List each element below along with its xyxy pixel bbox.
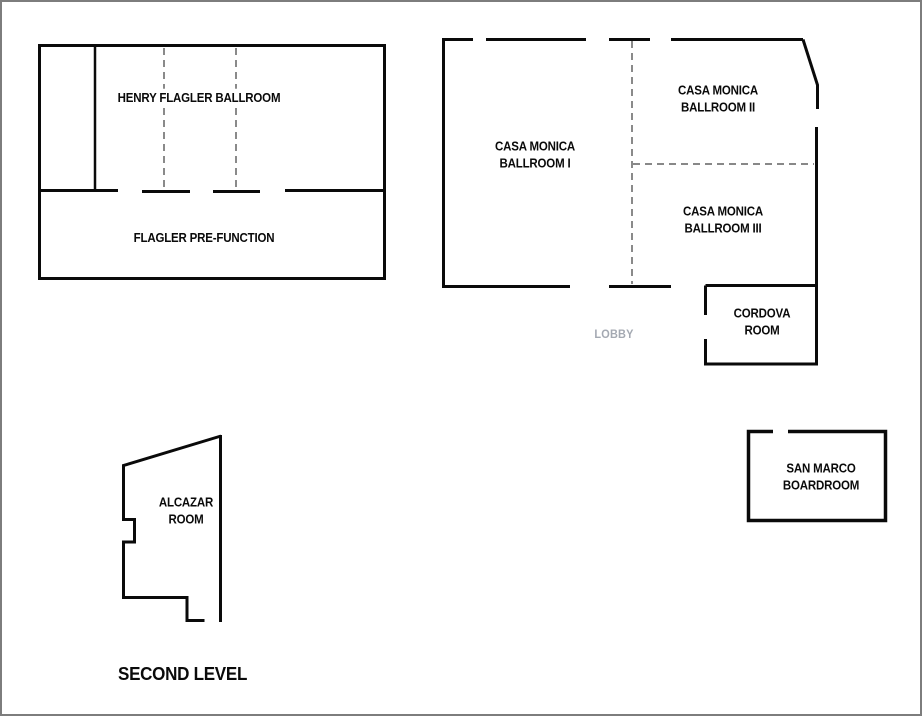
room-label-line: ROOM [168,512,204,526]
room-label-line: CASA MONICA [495,139,575,154]
room-label-casa-monica-ballroom-1: CASA MONICA BALLROOM I [492,137,578,173]
casa-monica-angled-corner [801,39,819,109]
room-label-alcazar-room: ALCAZAR ROOM [156,494,216,529]
cordova-room-walls [704,284,818,366]
room-label-line: BALLROOM I [499,156,571,170]
room-label-line: CORDOVA [733,306,791,321]
room-label-san-marco-boardroom: SAN MARCO BOARDROOM [780,460,862,495]
room-label-line: SAN MARCO [786,461,856,476]
room-label-line: BALLROOM II [680,100,755,114]
room-label-flagler-pre-function: FLAGLER PRE-FUNCTION [130,228,278,248]
room-label-line: ROOM [744,323,780,337]
san-marco-outline [746,429,888,523]
flagler-airwall-dividers [163,48,237,187]
flagler-block-walls [38,44,386,280]
flagler-divider-wall [38,189,384,193]
room-label-cordova-room: CORDOVA ROOM [731,305,793,340]
room-label-line: BALLROOM III [684,221,762,235]
room-label-casa-monica-ballroom-2: CASA MONICA BALLROOM II [675,81,761,117]
alcazar-walls [122,434,222,622]
casa-monica-walls [442,38,819,365]
area-label-lobby: LOBBY [594,329,634,341]
room-label-line: BOARDROOM [782,478,860,492]
room-label-casa-monica-ballroom-3: CASA MONICA BALLROOM III [680,202,766,238]
room-label-henry-flagler-ballroom: HENRY FLAGLER BALLROOM [114,88,284,108]
flagler-outline [38,44,386,280]
room-label-line: CASA MONICA [678,83,758,98]
level-title: SECOND LEVEL [118,663,248,684]
alcazar-outline [122,434,222,622]
room-label-line: CASA MONICA [683,204,763,219]
room-label-line: ALCAZAR [158,495,214,510]
san-marco-walls [746,429,888,523]
cordova-outline [704,284,818,366]
